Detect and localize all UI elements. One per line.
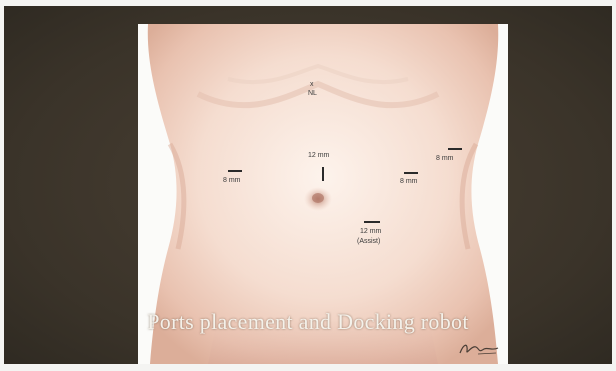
right-arm-port-marker [404,172,418,174]
xiphoid-label: NL [308,90,317,98]
artist-signature-icon [458,339,502,357]
assist-port-size: 12 mm [360,228,381,236]
far-right-arm-port-label: 8 mm [436,155,454,163]
right-arm-port-label: 8 mm [400,178,418,186]
camera-port-label: 12 mm [308,152,329,160]
far-right-arm-port-marker [448,148,462,150]
assist-port-marker [364,221,380,223]
left-arm-port-marker [228,170,242,172]
slide-caption: Ports placement and Docking robot [0,309,616,335]
camera-port-marker [322,167,324,181]
left-arm-port-label: 8 mm [223,177,241,185]
assist-port-label: (Assist) [357,238,380,246]
xiphoid-mark: x [310,81,314,89]
